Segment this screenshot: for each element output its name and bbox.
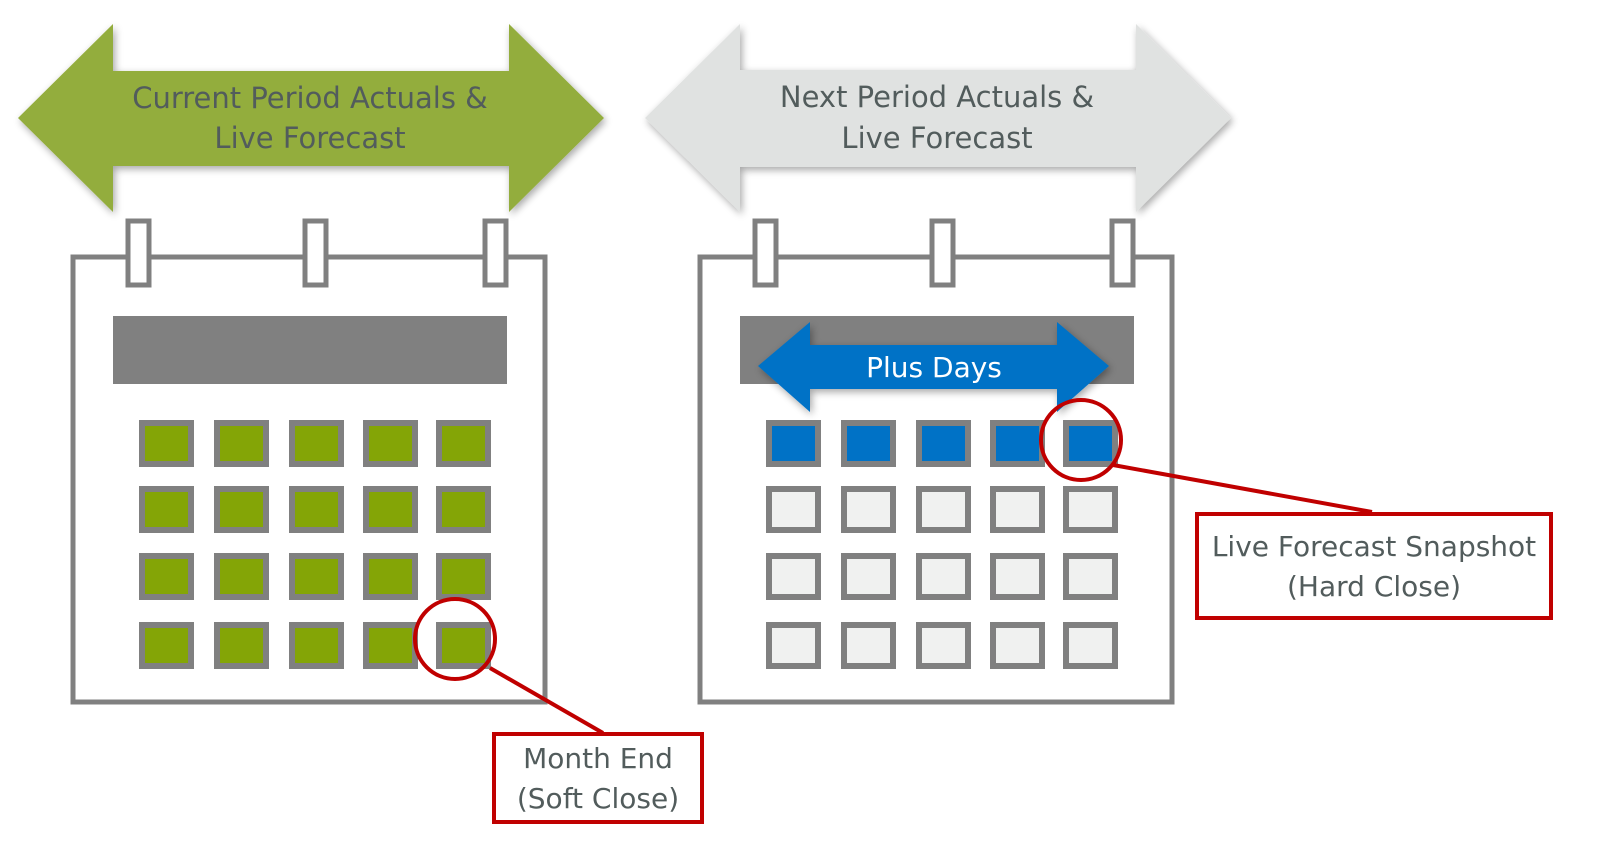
calendar-day-cell xyxy=(990,420,1045,467)
plus-days-arrow: Plus Days xyxy=(758,322,1109,412)
current-period-label-line1: Current Period Actuals & xyxy=(132,81,488,115)
calendar-day-cell xyxy=(289,622,344,669)
calendar-day-cell xyxy=(766,486,821,533)
live-forecast-snapshot-label: Live Forecast Snapshot xyxy=(1212,530,1536,563)
calendar-day-cell xyxy=(990,553,1045,600)
calendar-day-cell xyxy=(916,622,971,669)
calendar-day-cell xyxy=(766,622,821,669)
soft-close-label: (Soft Close) xyxy=(517,782,679,815)
calendar-header-bar xyxy=(113,316,507,384)
calendar-day-cell xyxy=(139,553,194,600)
calendar-ring xyxy=(929,218,956,288)
calendar-day-cell xyxy=(363,420,418,467)
highlight-circle xyxy=(1039,398,1123,482)
callout-leader-line xyxy=(489,666,604,735)
current-period-calendar-icon xyxy=(70,218,548,705)
calendar-day-cell xyxy=(436,553,491,600)
current-period-label-line2: Live Forecast xyxy=(214,121,405,155)
calendar-day-cell xyxy=(916,420,971,467)
next-period-calendar-icon xyxy=(697,218,1175,705)
calendar-ring xyxy=(1109,218,1136,288)
calendar-day-cell xyxy=(841,486,896,533)
plus-days-label: Plus Days xyxy=(866,351,1002,384)
calendar-day-cell xyxy=(214,553,269,600)
hard-close-label: (Hard Close) xyxy=(1287,570,1461,603)
double-arrow-blue-shape xyxy=(758,322,1109,412)
next-period-arrow: Next Period Actuals & Live Forecast xyxy=(645,24,1231,212)
month-end-callout: Month End (Soft Close) xyxy=(413,597,704,824)
current-period-arrow: Current Period Actuals & Live Forecast xyxy=(18,24,604,212)
calendar-day-cell xyxy=(363,553,418,600)
calendar-ring xyxy=(482,218,509,288)
calendar-day-cell xyxy=(139,420,194,467)
calendar-day-cell xyxy=(363,486,418,533)
calendar-day-cell xyxy=(990,622,1045,669)
callout-box xyxy=(492,732,704,824)
calendar-ring xyxy=(125,218,152,288)
calendar-day-cell xyxy=(1063,553,1118,600)
calendar-day-cell xyxy=(214,420,269,467)
calendar-day-cell xyxy=(214,486,269,533)
calendar-day-cell xyxy=(363,622,418,669)
calendar-ring xyxy=(752,218,779,288)
calendar-day-cell xyxy=(916,486,971,533)
calendar-day-cell xyxy=(289,420,344,467)
calendar-day-cell xyxy=(766,420,821,467)
calendar-day-cell xyxy=(1063,486,1118,533)
calendar-day-cell xyxy=(214,622,269,669)
calendar-day-cell xyxy=(1063,622,1118,669)
calendar-day-cell xyxy=(139,622,194,669)
calendar-day-cell xyxy=(841,553,896,600)
calendar-day-cell xyxy=(990,486,1045,533)
callout-box xyxy=(1195,512,1553,620)
calendar-day-cell xyxy=(289,553,344,600)
calendar-day-cell xyxy=(139,486,194,533)
calendar-day-cell xyxy=(916,553,971,600)
next-period-label-line1: Next Period Actuals & xyxy=(780,80,1094,114)
calendar-day-cell xyxy=(289,486,344,533)
hard-close-callout: Live Forecast Snapshot (Hard Close) xyxy=(1039,398,1553,620)
month-end-label: Month End xyxy=(523,742,673,775)
calendar-day-cell xyxy=(436,420,491,467)
highlight-circle xyxy=(413,597,497,681)
calendar-day-cell xyxy=(436,486,491,533)
next-period-label-line2: Live Forecast xyxy=(841,121,1032,155)
callout-leader-line xyxy=(1112,463,1373,514)
calendar-day-cell xyxy=(841,622,896,669)
calendar-day-cell xyxy=(436,622,491,669)
double-arrow-gray-shape xyxy=(645,24,1231,212)
calendar-ring xyxy=(302,218,329,288)
calendar-day-cell xyxy=(841,420,896,467)
calendar-day-cell xyxy=(1063,420,1118,467)
calendar-day-cell xyxy=(766,553,821,600)
double-arrow-green-shape xyxy=(18,24,604,212)
